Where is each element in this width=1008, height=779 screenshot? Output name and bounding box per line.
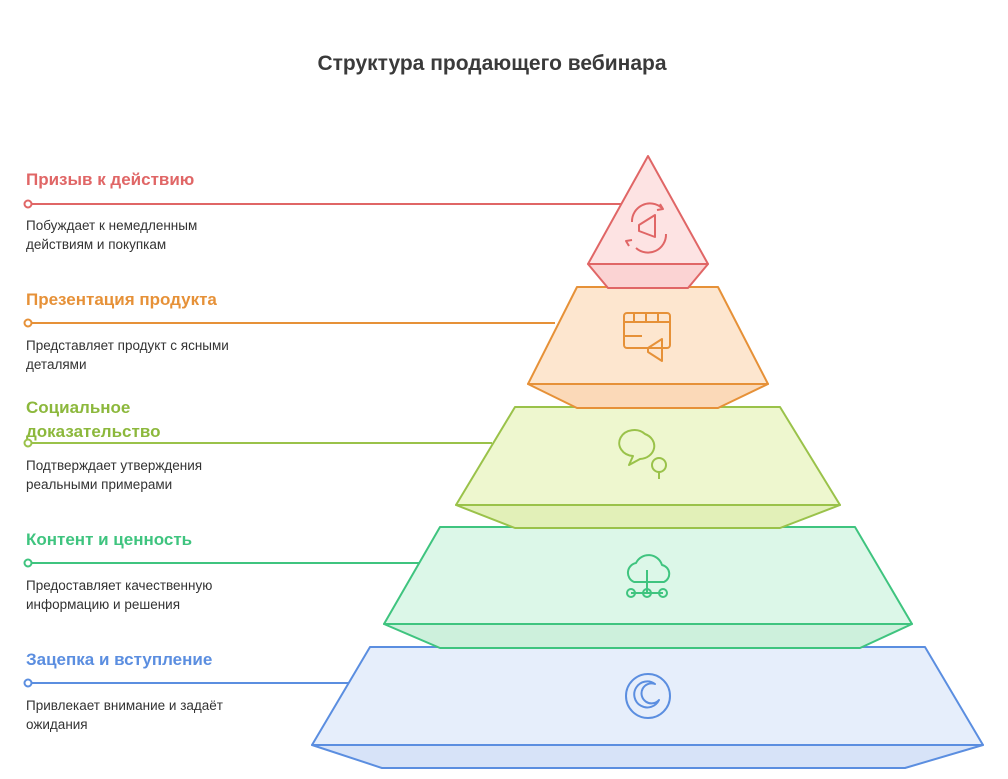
- hook-circle-icon: [625, 673, 671, 719]
- desc-line: Привлекает внимание и задаёт: [26, 698, 223, 713]
- page-title: Структура продающего вебинара: [317, 52, 667, 75]
- cloud-network-icon: [626, 554, 671, 598]
- desc-line: Подтверждает утверждения: [26, 458, 203, 473]
- level-desc-social-proof: Подтверждает утверждения реальными приме…: [26, 456, 286, 494]
- desc-line: Побуждает к немедленным: [26, 218, 198, 233]
- level-desc-hook-intro: Привлекает внимание и задаёт ожидания: [26, 696, 286, 734]
- connector-hook-intro: [23, 678, 350, 688]
- level-desc-content-value: Предоставляет качественную информацию и …: [26, 576, 286, 614]
- desc-line: ожидания: [26, 717, 88, 732]
- pyramid-level-hook-intro: [311, 646, 984, 769]
- title-line: доказательство: [26, 422, 161, 441]
- connector-call-to-action: [23, 199, 622, 209]
- connector-content-value: [23, 558, 420, 568]
- title-line: Социальное: [26, 398, 131, 417]
- pyramid-level-social-proof: [455, 406, 841, 529]
- connector-product-presentation: [23, 318, 555, 328]
- connector-social-proof: [23, 438, 492, 448]
- chat-bubbles-icon: [618, 429, 667, 479]
- pyramid-level-content-value: [383, 526, 913, 649]
- level-title-call-to-action: Призыв к действию: [26, 170, 195, 189]
- pyramid-level-product-presentation: [527, 286, 769, 409]
- megaphone-refresh-icon: [625, 202, 668, 254]
- presentation-megaphone-icon: [623, 312, 671, 362]
- desc-line: реальными примерами: [26, 477, 173, 492]
- desc-line: Предоставляет качественную: [26, 578, 213, 593]
- desc-line: деталями: [26, 357, 87, 372]
- level-desc-call-to-action: Побуждает к немедленным действиям и поку…: [26, 216, 286, 254]
- level-title-social-proof: Социальное доказательство: [26, 396, 266, 444]
- level-title-hook-intro: Зацепка и вступление: [26, 650, 213, 669]
- desc-line: Представляет продукт с ясными: [26, 338, 229, 353]
- pyramid-level-call-to-action: [587, 155, 709, 289]
- level-desc-product-presentation: Представляет продукт с ясными деталями: [26, 336, 286, 374]
- level-title-content-value: Контент и ценность: [26, 530, 193, 549]
- level-title-product-presentation: Презентация продукта: [26, 290, 217, 309]
- desc-line: информацию и решения: [26, 597, 181, 612]
- connectors: [23, 199, 622, 688]
- desc-line: действиям и покупкам: [26, 237, 167, 252]
